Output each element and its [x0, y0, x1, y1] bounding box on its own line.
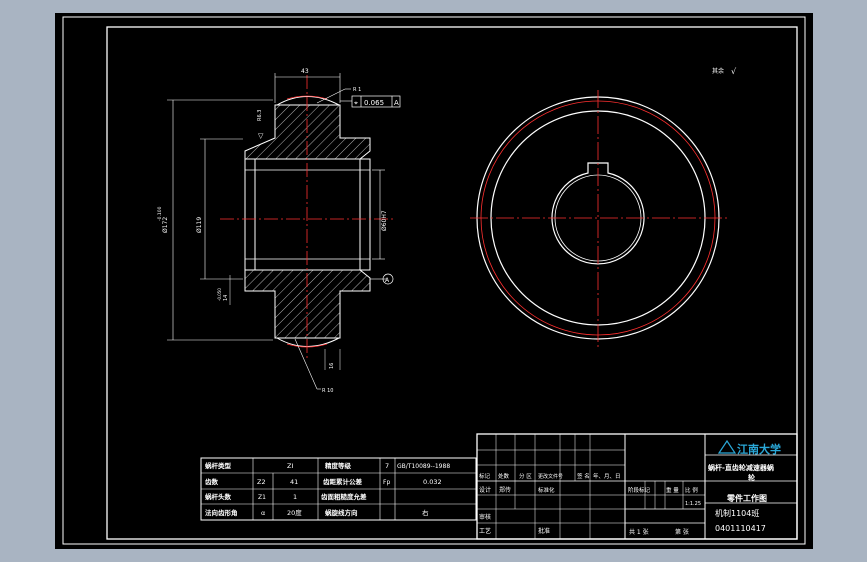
tol-d172: -0.100 — [157, 206, 163, 221]
dim-16: 16 — [329, 363, 335, 369]
rev-h0: 标记 — [479, 472, 491, 480]
section-view: 43 R 1 ⌖ 0.065 A R6.3 ▽ Ø172 -0.100 Ø119… — [157, 68, 401, 394]
surface-finish-note: 其余 — [712, 67, 724, 75]
dim-14: 14 — [223, 295, 229, 301]
param-r1-c1: Z2 — [257, 478, 266, 486]
param-r1-c0: 齿数 — [205, 477, 219, 486]
end-view — [470, 90, 727, 347]
dim-d172: Ø172 — [162, 217, 169, 233]
sheet-number: 第 张 — [675, 528, 689, 536]
sheets-total: 共 1 张 — [629, 528, 649, 536]
param-r0-c2: 精度等级 — [325, 461, 352, 470]
scale-value: 1:1.25 — [685, 501, 701, 507]
bore-with-keyway — [551, 162, 645, 265]
school-logo — [717, 439, 737, 454]
project-title-1: 蜗杆-直齿轮减速器蜗 — [708, 463, 774, 472]
param-r1-c2: 41 — [290, 478, 298, 486]
tol-flatness: 0.065 — [364, 99, 384, 107]
param-r0-c1: ZI — [287, 462, 293, 470]
weight-label: 重 量 — [666, 486, 679, 494]
role-review: 审核 — [479, 513, 491, 521]
param-r0-c3: 7 — [385, 462, 389, 470]
rev-h1: 处数 — [498, 472, 510, 480]
inner-frame — [106, 26, 798, 540]
role-process: 工艺 — [479, 527, 491, 535]
drawing-sheet: 其余 √ 43 R 1 ⌖ 0.065 A — [55, 13, 813, 549]
student-number: 0401110417 — [715, 524, 766, 533]
drawing-type: 零件工作图 — [726, 493, 767, 503]
param-r3-c5: 右 — [422, 508, 429, 517]
datum-a: A — [385, 277, 390, 284]
role-standard: 标准化 — [538, 486, 555, 494]
param-r1-c4: Fp — [383, 479, 390, 486]
roughness-symbol: √ — [731, 67, 737, 76]
project-title-2: 轮 — [748, 473, 755, 482]
param-r3-c0: 法向齿形角 — [205, 508, 238, 517]
dim-r10: R 10 — [322, 388, 333, 394]
parameter-table: 蜗杆类型 ZI 精度等级 7 GB/T10089--1988 齿数 Z2 41 … — [200, 457, 477, 521]
design-name: 郑传 — [499, 486, 511, 494]
roughness-mark: ▽ — [258, 132, 264, 140]
rev-h3: 更改文件号 — [538, 473, 563, 480]
rev-h5: 年、月、日 — [593, 472, 621, 480]
scale-label: 比 例 — [685, 486, 698, 494]
param-r2-c3: 齿面粗糙度允差 — [321, 492, 367, 501]
stage-label: 阶段标记 — [628, 486, 651, 494]
title-block: 标记 处数 分 区 更改文件号 签 名 年、月、日 设计 郑传 标准化 审核 工… — [476, 433, 798, 540]
param-r2-c1: Z1 — [258, 494, 266, 501]
dim-43: 43 — [301, 68, 309, 75]
rev-h4: 签 名 — [577, 472, 590, 480]
param-r0-c0: 蜗杆类型 — [205, 461, 232, 470]
dim-d60h7: Ø60H7 — [381, 210, 388, 231]
param-r2-c0: 蜗杆头数 — [205, 492, 232, 501]
datum-a-marker — [382, 273, 394, 285]
dim-d119: Ø119 — [196, 217, 203, 233]
param-r3-c1: α — [261, 509, 265, 517]
roughness-ra: R6.3 — [257, 110, 263, 121]
school-name: 江南大学 — [737, 442, 781, 456]
role-design: 设计 — [479, 486, 491, 494]
role-approve: 批准 — [538, 527, 550, 535]
param-r3-c2: 20度 — [287, 508, 302, 517]
param-r0-c4: GB/T10089--1988 — [397, 463, 450, 470]
rev-h2: 分 区 — [519, 472, 532, 480]
param-r3-c3: 蜗旋线方向 — [325, 508, 358, 517]
flatness-symbol: ⌖ — [354, 99, 358, 107]
param-r2-c2: 1 — [293, 493, 297, 501]
drawing-canvas: 其余 √ 43 R 1 ⌖ 0.065 A — [62, 16, 806, 545]
tol-datum: A — [394, 99, 399, 107]
outer-frame — [62, 16, 806, 545]
param-r1-c3: 齿距累计公差 — [323, 477, 363, 486]
tol-14: -0.050 — [217, 288, 222, 301]
class-name: 机制1104班 — [715, 508, 759, 518]
param-r1-c5: 0.032 — [423, 478, 442, 486]
dim-r1: R 1 — [353, 87, 361, 93]
